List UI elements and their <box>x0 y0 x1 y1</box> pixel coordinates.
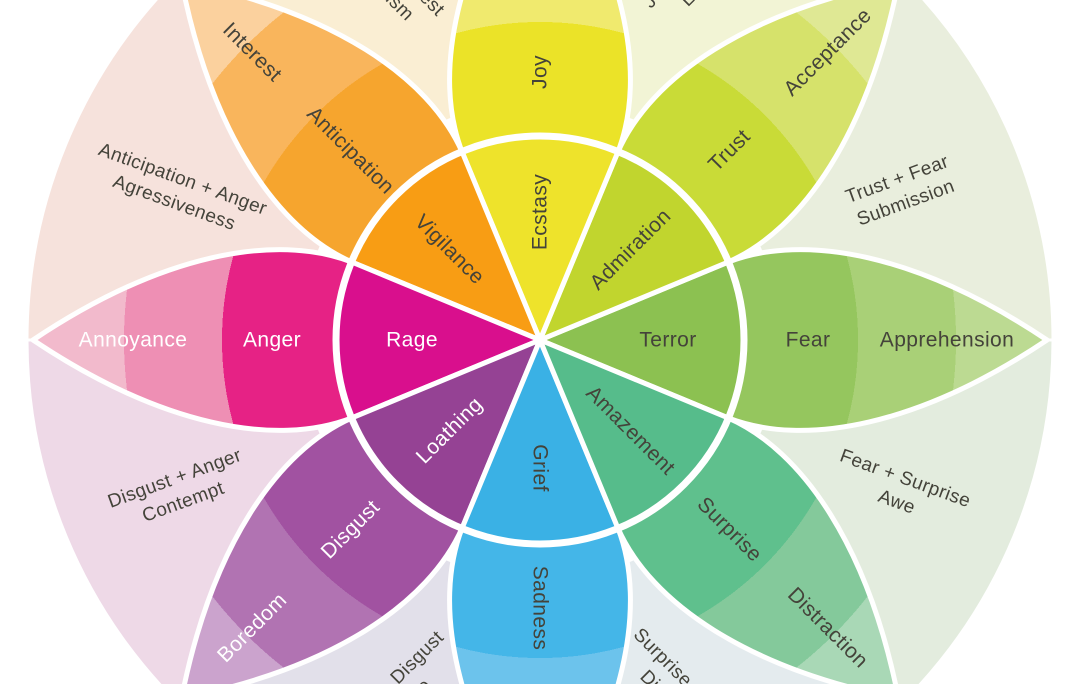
label-anger-middle: Anger <box>243 329 301 352</box>
wedge-separator <box>539 260 729 342</box>
label-sadness-middle: Sadness <box>529 566 552 651</box>
wedge-separator <box>351 260 541 342</box>
wedge-separator <box>351 338 541 420</box>
wedge-separator <box>538 339 620 529</box>
label-joy-middle: Joy <box>529 55 552 89</box>
label-anger-inner: Rage <box>386 329 438 352</box>
label-fear-outer: Apprehension <box>880 329 1014 352</box>
petal-surprise <box>537 337 902 684</box>
label-sadness-inner: Grief <box>529 444 552 492</box>
petal-disgust <box>178 337 543 684</box>
center-dot <box>536 336 544 344</box>
separators <box>332 132 748 548</box>
petal-anticipation <box>178 0 543 343</box>
wedge-separator <box>460 339 542 529</box>
label-anger-outer: Annoyance <box>79 329 188 352</box>
inner-circle-separator <box>332 132 748 548</box>
label-fear-inner: Terror <box>639 329 696 352</box>
petal-joy <box>447 0 633 343</box>
petal-fear <box>537 247 1050 433</box>
wedge-separator <box>539 338 729 420</box>
petals <box>30 0 1050 684</box>
label-joy-inner: Ecstasy <box>529 174 552 250</box>
wedge-separator <box>538 151 620 341</box>
petal-anger <box>30 247 543 433</box>
petal-trust <box>537 0 902 343</box>
petal-sadness <box>447 337 633 684</box>
label-fear-middle: Fear <box>786 329 831 352</box>
wedge-separator <box>460 151 542 341</box>
